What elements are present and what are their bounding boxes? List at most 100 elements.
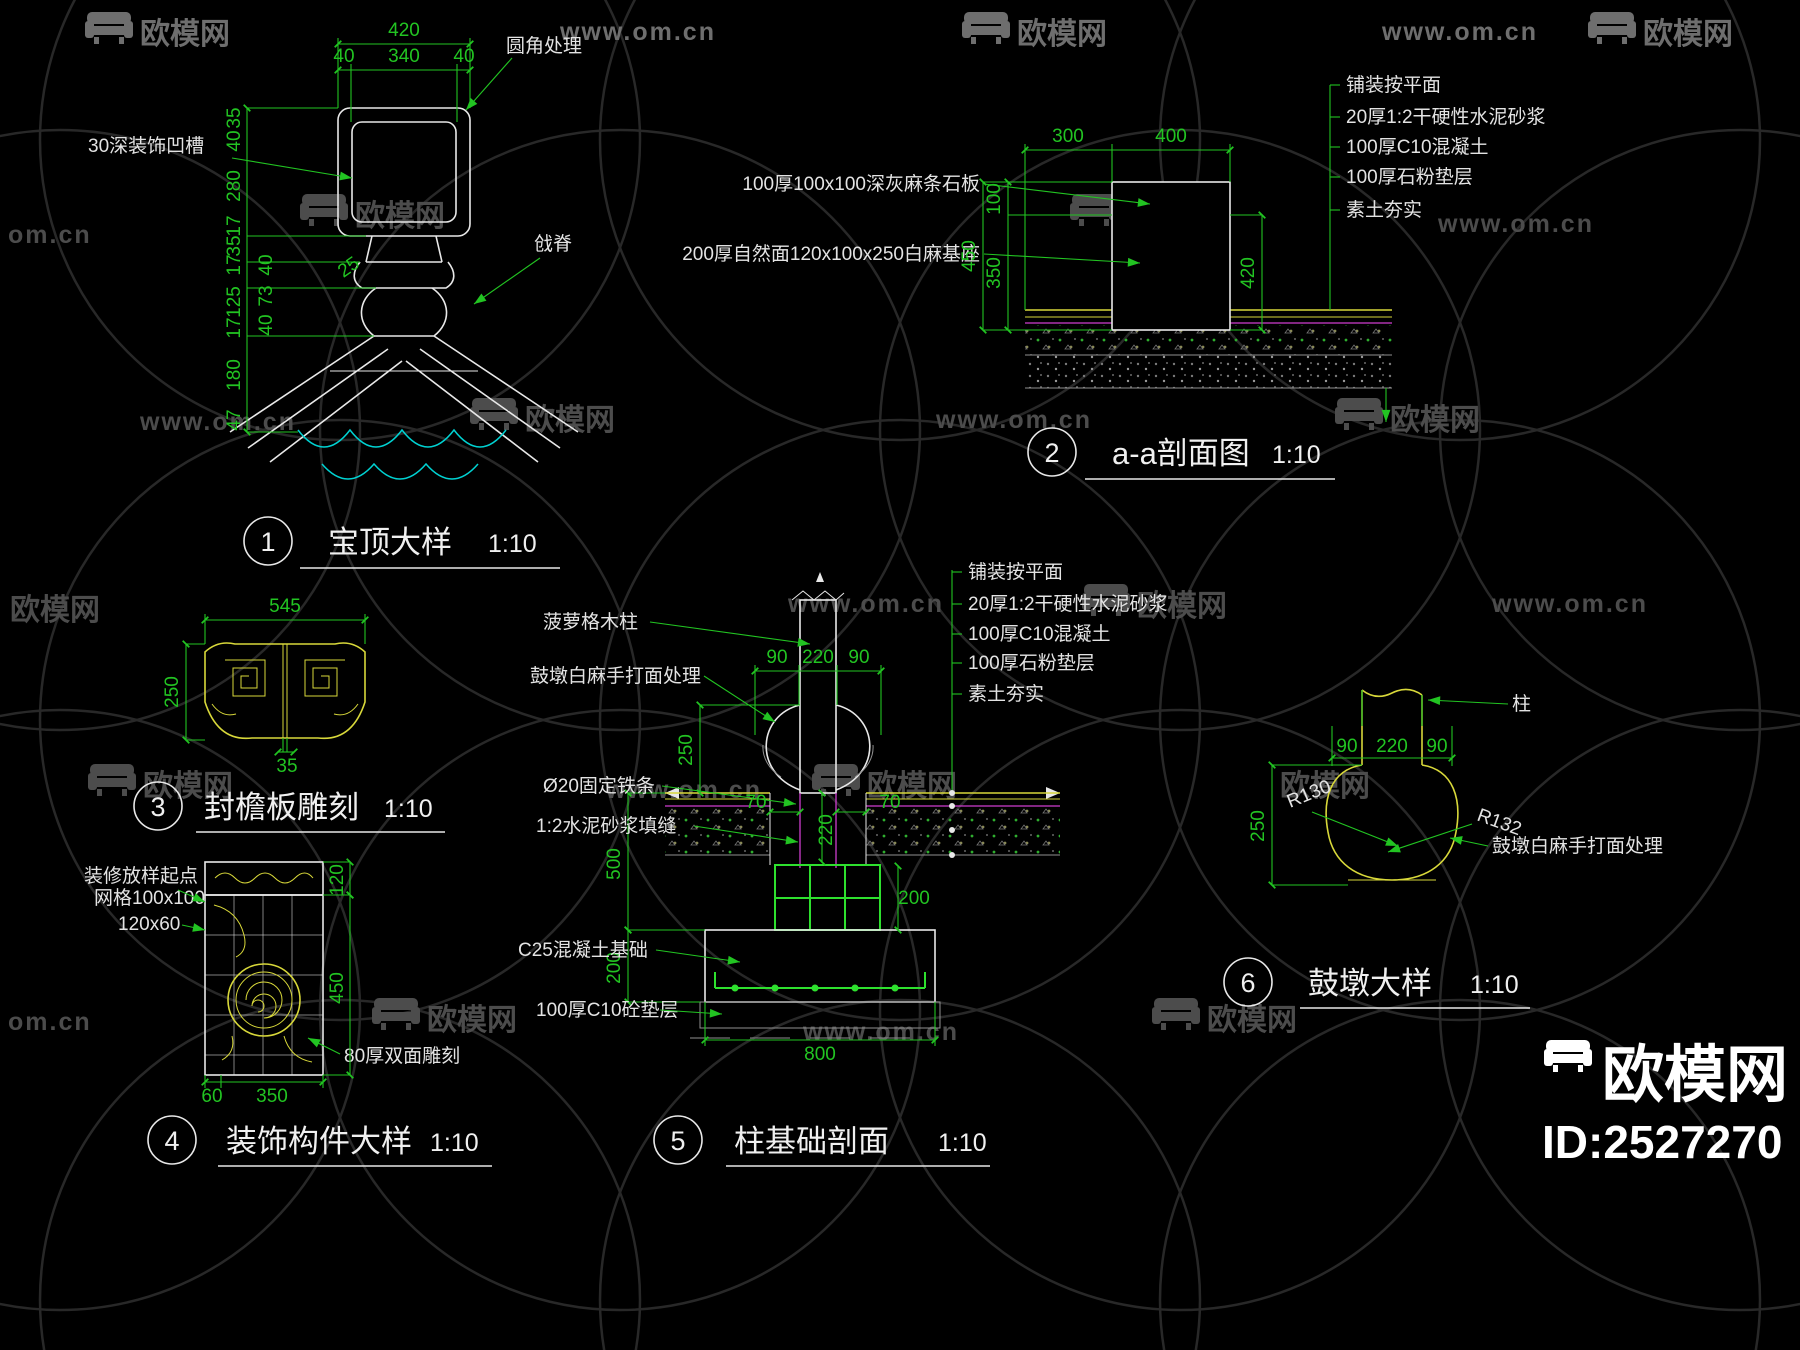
dim-label: 250 [676,734,697,766]
watermark-brand: 欧模网 [143,770,233,803]
sofa-icon [1588,12,1636,44]
dim-label: 340 [388,46,420,67]
detail-2-section-aa: 铺装按平面 20厚1:2干硬性水泥砂浆 100厚C10混凝土 100厚石粉垫层 … [682,74,1546,480]
logo-id: ID:2527270 [1542,1116,1782,1168]
dim-label: 100 [984,183,1005,215]
dim-label: 73 [256,285,277,306]
sofa-icon [300,194,348,226]
dim-label: 17 [224,215,245,236]
leader-label: Ø20固定铁条 [543,775,655,797]
watermark-brand: 欧模网 [355,200,445,233]
dim-label: 90 [848,647,869,668]
detail-number: 1 [260,527,275,557]
sofa-icon [372,998,420,1030]
dim-label: 17 [224,317,245,338]
leader-label: 鼓墩白麻手打面处理 [530,665,701,687]
watermark-url: www.om.cn [559,18,716,46]
dim-label: 90 [1336,736,1357,757]
watermark-url-short: om.cn [8,221,92,249]
dim-label: 40 [333,46,354,67]
detail-scale: 1:10 [488,530,537,558]
leader-label: 120x60 [118,914,180,935]
watermark-url-short: om.cn [8,1008,92,1036]
dim-label: 400 [1155,126,1187,147]
dim-label: 220 [802,647,834,668]
dim-label: 800 [804,1044,836,1065]
brand-logo: 欧模网 ID:2527270 [1542,1040,1788,1168]
detail-5-column-foundation: 90 220 90 250 70 70 220 500 200 200 800 … [518,561,1168,1167]
dim-label: 35 [224,235,245,256]
dim-label: 500 [604,848,625,880]
dim-label: 200 [604,952,625,984]
detail-6-drum-pier: R130 R132 柱 鼓墩白麻手打面处理 90 220 90 250 6 鼓墩… [1223,688,1663,1009]
leader-label: 100厚C10砼垫层 [536,999,679,1021]
leader-label: 柱 [1512,693,1531,715]
watermark-brand: 欧模网 [525,404,615,437]
leader-label: 100厚C10混凝土 [968,623,1111,645]
dim-label: 25 [334,253,363,282]
detail-4-ornament: 装修放样起点 网格100x100 120x60 80厚双面雕刻 120 450 … [84,858,492,1167]
leader-label: 100厚C10混凝土 [1346,136,1489,158]
dim-label: 40 [453,46,474,67]
dim-label: 350 [984,257,1005,289]
dim-label: 450 [327,972,348,1004]
dim-label: 200 [898,888,930,909]
watermark-url: www.om.cn [139,408,296,436]
detail-title: 装饰构件大样 [226,1124,412,1159]
dim-label: 300 [1052,126,1084,147]
dim-label: 180 [224,359,245,391]
watermark-texts: 欧模网 www.om.cn 欧模网 www.om.cn 欧模网 om.cn 欧模… [8,12,1733,1046]
dim-label: 40 [224,130,245,151]
leader-label: 网格100x100 [94,887,205,909]
leader-label: 戗脊 [534,233,572,255]
watermark-url: www.om.cn [1437,210,1594,238]
leader-label: 30深装饰凹槽 [88,135,204,157]
leader-label: 铺装按平面 [1346,74,1441,96]
dim-label: 40 [256,314,277,335]
dim-label: 70 [745,792,766,813]
watermark-brand: 欧模网 [1017,18,1107,51]
watermark-brand: 欧模网 [1207,1004,1297,1037]
watermark-url: www.om.cn [1491,590,1648,618]
detail-scale: 1:10 [430,1129,479,1157]
dim-label: 120 [327,864,348,896]
detail-number: 2 [1044,438,1059,468]
leader-label: 素土夯实 [1346,199,1422,221]
sofa-icon [1544,1040,1592,1072]
leader-label: 1:2水泥砂浆填缝 [536,815,676,837]
leader-label: 铺装按平面 [968,561,1063,583]
leader-label: 菠萝格木柱 [543,611,638,633]
dim-label: 70 [879,792,900,813]
leader-label: 100厚100x100深灰麻条石板 [742,173,980,195]
dim-label: 220 [1376,736,1408,757]
detail-scale: 1:10 [938,1129,987,1157]
detail-title: 宝顶大样 [328,525,452,560]
leader-label: 素土夯实 [968,683,1044,705]
dim-label: 350 [256,1086,288,1107]
watermark-brand: 欧模网 [867,770,957,803]
watermark-brand: 欧模网 [140,18,230,51]
detail-title: a-a剖面图 [1112,436,1250,471]
leader-label: 200厚自然面120x100x250白麻基座 [682,243,980,265]
sofa-icon [85,12,133,44]
watermark-brand: 欧模网 [1280,770,1370,803]
leader-label: 80厚双面雕刻 [344,1045,460,1067]
detail-number: 6 [1240,968,1255,998]
watermark-url: www.om.cn [935,406,1092,434]
leader-label: 100厚石粉垫层 [968,652,1095,674]
leader-label: 20厚1:2干硬性水泥砂浆 [968,593,1168,615]
leader-label: 20厚1:2干硬性水泥砂浆 [1346,106,1546,128]
sofa-icon [1152,998,1200,1030]
dim-label: 35 [224,107,245,128]
detail-number: 5 [670,1126,685,1156]
detail-title: 柱基础剖面 [734,1124,889,1159]
dim-label: 450 [959,240,980,272]
detail-number: 4 [164,1126,179,1156]
dim-label: 90 [1426,736,1447,757]
dim-label: 40 [256,254,277,275]
leader-label: 圆角处理 [506,35,582,57]
dim-label: 420 [1238,257,1259,289]
dim-label: 545 [269,596,301,617]
watermark-brand: 欧模网 [10,594,100,627]
